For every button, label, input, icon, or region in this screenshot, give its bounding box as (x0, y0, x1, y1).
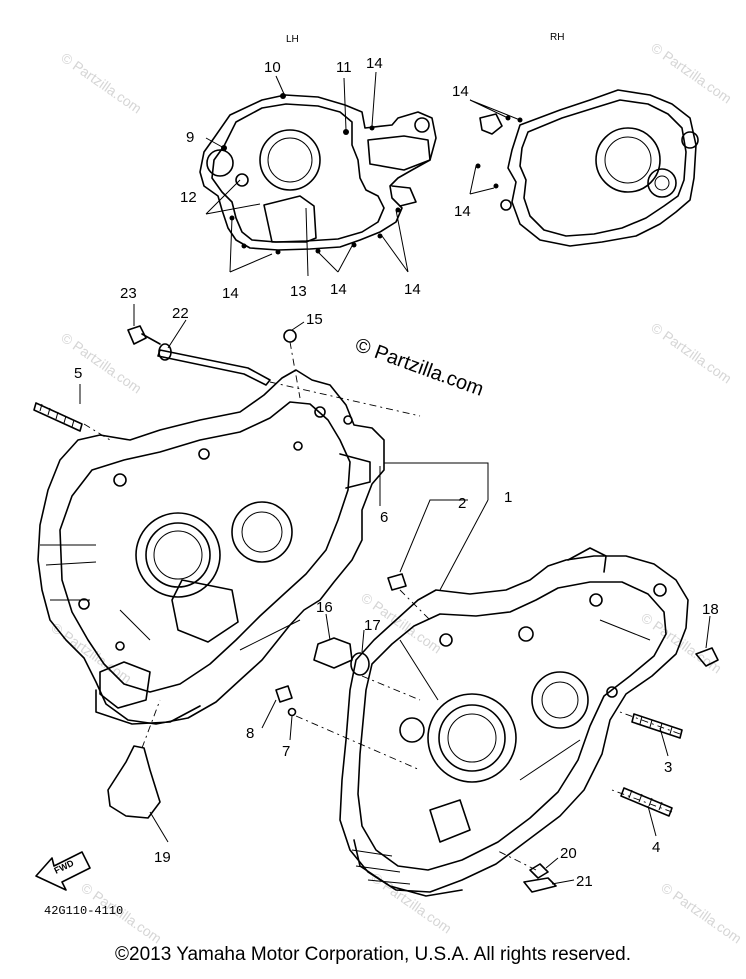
callout-14: 14 (404, 281, 421, 298)
part-8-dowel (275, 685, 293, 703)
callout-22: 22 (172, 305, 189, 322)
part-3-stud (631, 713, 683, 739)
part-18-cap (695, 647, 719, 667)
leader-lines (79, 71, 711, 885)
callout-7: 7 (282, 743, 290, 760)
part-16-plug (313, 637, 353, 669)
part-4-stud (620, 787, 673, 817)
callout-8: 8 (246, 725, 254, 742)
callout-3: 3 (664, 759, 672, 776)
callout-15: 15 (306, 311, 323, 328)
watermark-tile: © Partzilla.com (658, 879, 744, 946)
watermark-tile: © Partzilla.com (48, 619, 134, 686)
watermark-tile: © Partzilla.com (638, 609, 724, 676)
part-23-bolt (127, 325, 161, 345)
callout-1: 1 (504, 489, 512, 506)
side-label-lh: LH (286, 34, 299, 45)
callout-14: 14 (452, 83, 469, 100)
callout-17: 17 (364, 617, 381, 634)
part-code: 42G110-4110 (44, 904, 123, 918)
crankcase-right (339, 547, 689, 897)
copyright-notice: ©2013 Yamaha Motor Corporation, U.S.A. A… (115, 944, 631, 965)
callout-2: 2 (458, 495, 466, 512)
part-21-washer (523, 877, 557, 893)
part-5-stud (33, 402, 83, 432)
callout-21: 21 (576, 873, 593, 890)
alignment-lines (83, 341, 681, 871)
callout-10: 10 (264, 59, 281, 76)
callout-20: 20 (560, 845, 577, 862)
callout-4: 4 (652, 839, 660, 856)
part-7-pin (287, 707, 297, 717)
callout-14: 14 (330, 281, 347, 298)
watermark-tile: © Partzilla.com (648, 319, 734, 386)
watermark-tile: © Partzilla.com (648, 39, 734, 106)
part-15-plug (283, 329, 297, 343)
part-2-dowel (387, 573, 407, 591)
callout-18: 18 (702, 601, 719, 618)
part-17-o-ring (350, 652, 370, 676)
callout-13: 13 (290, 283, 307, 300)
callout-19: 19 (154, 849, 171, 866)
callout-23: 23 (120, 285, 137, 302)
callout-12: 12 (180, 189, 197, 206)
callout-14: 14 (222, 285, 239, 302)
callout-11: 11 (336, 59, 352, 76)
gasket-lh (199, 93, 437, 255)
callout-14: 14 (454, 203, 471, 220)
part-19-strainer (107, 745, 161, 819)
gasket-rh (475, 89, 699, 247)
watermark-tile: © Partzilla.com (58, 49, 144, 116)
forward-arrow-label: FWD (52, 858, 75, 876)
part-22-drain-pipe (157, 343, 271, 386)
crankcase-left (37, 369, 385, 725)
callout-5: 5 (74, 365, 82, 382)
side-label-rh: RH (550, 32, 564, 43)
callout-9: 9 (186, 129, 194, 146)
callout-6: 6 (380, 509, 388, 526)
forward-arrow: FWD (35, 851, 91, 891)
part-20-bolt (529, 863, 549, 879)
callout-14: 14 (366, 55, 383, 72)
brand-watermark: © Partzilla.com (352, 334, 486, 401)
callouts: 1 2 3 4 5 6 7 8 9 10 11 12 13 14 14 14 1… (74, 55, 719, 890)
callout-16: 16 (316, 599, 333, 616)
